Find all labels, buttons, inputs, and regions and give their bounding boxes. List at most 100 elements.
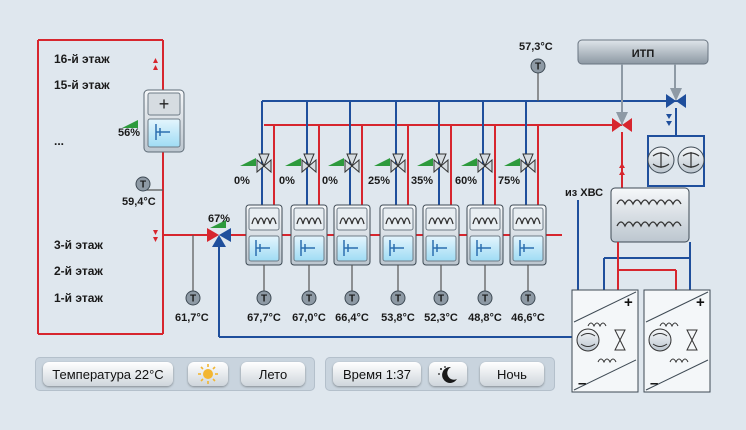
itp-label: ИТП [632,48,655,60]
valve-icon[interactable] [520,153,536,174]
valve-gauge-icon [285,158,301,166]
heat-section[interactable]: 0% T 67,7°C [234,101,283,324]
section-temp: 53,8°C [381,312,415,324]
minus-icon: – [578,375,586,392]
floor-dots: ... [54,134,64,148]
itp-block[interactable]: ИТП [577,39,709,65]
hvs-label: из ХВС [565,187,603,199]
temperature-sensor-icon: T [301,290,317,306]
arrow-up-icon [153,58,158,70]
svg-text:T: T [482,294,488,305]
floor-1: 1-й этаж [54,291,103,305]
floor-labels: 16-й этаж 15-й этаж ... 3-й этаж 2-й эта… [54,52,110,305]
mixer-valve-icon[interactable] [207,228,231,247]
heat-exchanger-icon [610,187,690,243]
valve-icon[interactable] [666,88,686,108]
valve-icon[interactable] [256,153,272,174]
temperature-sensor-icon: T [530,58,546,74]
section-valve: 0% [234,175,250,187]
summer-label-button[interactable]: Лето [241,362,305,386]
night-mode-button[interactable] [429,362,467,386]
section-valve: 35% [411,175,433,187]
valve-icon[interactable] [612,112,632,132]
section-temp: 67,0°C [292,312,326,324]
section-valve: 25% [368,175,390,187]
heat-exchanger-icon [515,217,541,225]
svg-text:T: T [438,294,444,305]
section-temp: 66,4°C [335,312,369,324]
season-panel: Температура 22°C Лето [35,357,315,391]
heat-section[interactable]: 25% T 53,8°C [368,101,417,324]
floor-heater-unit[interactable]: + [143,89,185,153]
valve-gauge-icon [504,158,520,166]
heat-section[interactable]: 0%T67,0°C [279,101,328,324]
svg-text:T: T [306,294,312,305]
temp-mix: 61,7°C [175,312,209,324]
valve-icon[interactable] [477,153,493,174]
valve-icon [614,329,626,351]
valve-gauge-icon [461,158,477,166]
temperature-sensor-icon: T [390,290,406,306]
valve-icon[interactable] [344,153,360,174]
arrow-down-icon [666,114,672,126]
arrow-down-icon [153,230,158,242]
temperature-sensor-icon: T [135,176,151,192]
time-panel: Время 1:37 Ночь [325,357,555,391]
minus-icon: – [650,375,658,392]
section-temp: 67,7°C [247,312,281,324]
floor-2: 2-й этаж [54,264,103,278]
valve-gauge-icon [328,158,344,166]
heat-exchanger-icon [472,217,498,225]
svg-text:T: T [261,294,267,305]
valve-icon[interactable] [433,153,449,174]
temp-top: 57,3°C [519,41,553,53]
section-valve: 0% [322,175,338,187]
fan-icon [576,328,600,352]
svg-text:T: T [140,180,146,191]
summer-mode-button[interactable] [188,362,228,386]
heater-display-icon [389,240,404,256]
section-temp: 46,6°C [511,312,545,324]
temperature-sensor-icon: T [433,290,449,306]
valve-gauge-icon [417,158,433,166]
pump-icon[interactable] [647,146,675,174]
temperature-sensor-icon: T [256,290,272,306]
valve-icon[interactable] [390,153,406,174]
floor-15: 15-й этаж [54,78,110,92]
plus-icon: + [696,294,705,311]
valve-gauge-icon [374,158,390,166]
section-temp: 52,3°C [424,312,458,324]
pump-icon[interactable] [677,146,705,174]
temperature-sensor-icon: T [520,290,536,306]
valve-icon[interactable] [301,153,317,174]
mixer-valve: 67% [208,213,230,225]
section-valve: 75% [498,175,520,187]
temperature-button[interactable]: Температура 22°C [43,362,173,386]
storage-tank-1[interactable]: + – [571,289,639,393]
heat-section[interactable]: 60%T48,8°C [455,101,504,324]
time-button[interactable]: Время 1:37 [333,362,421,386]
svg-text:T: T [349,294,355,305]
heat-exchanger-icon [385,217,411,225]
night-label-button[interactable]: Ночь [480,362,544,386]
heat-exchanger-icon [251,217,277,225]
valve-gauge-icon [240,158,256,166]
heat-section[interactable]: 35% T 52,3°C [411,101,460,324]
storage-tank-2[interactable]: + – [643,289,711,393]
valve-gauge-icon [122,120,138,128]
svg-text:T: T [535,62,541,73]
valve-icon [686,329,698,351]
floor-riser [37,39,164,335]
heater-display-icon [432,240,447,256]
plus-icon: + [624,294,633,311]
heat-section[interactable]: 75% T 46,6°C [498,101,547,324]
fan-icon [648,328,672,352]
svg-text:T: T [525,294,531,305]
temperature-sensor-icon: T [344,290,360,306]
heat-exchanger-icon [339,217,365,225]
heater-display-icon [343,240,358,256]
plus-icon: + [159,94,170,114]
heat-section[interactable]: 0% T 66,4°C [322,101,371,324]
heater-display-icon [255,240,270,256]
